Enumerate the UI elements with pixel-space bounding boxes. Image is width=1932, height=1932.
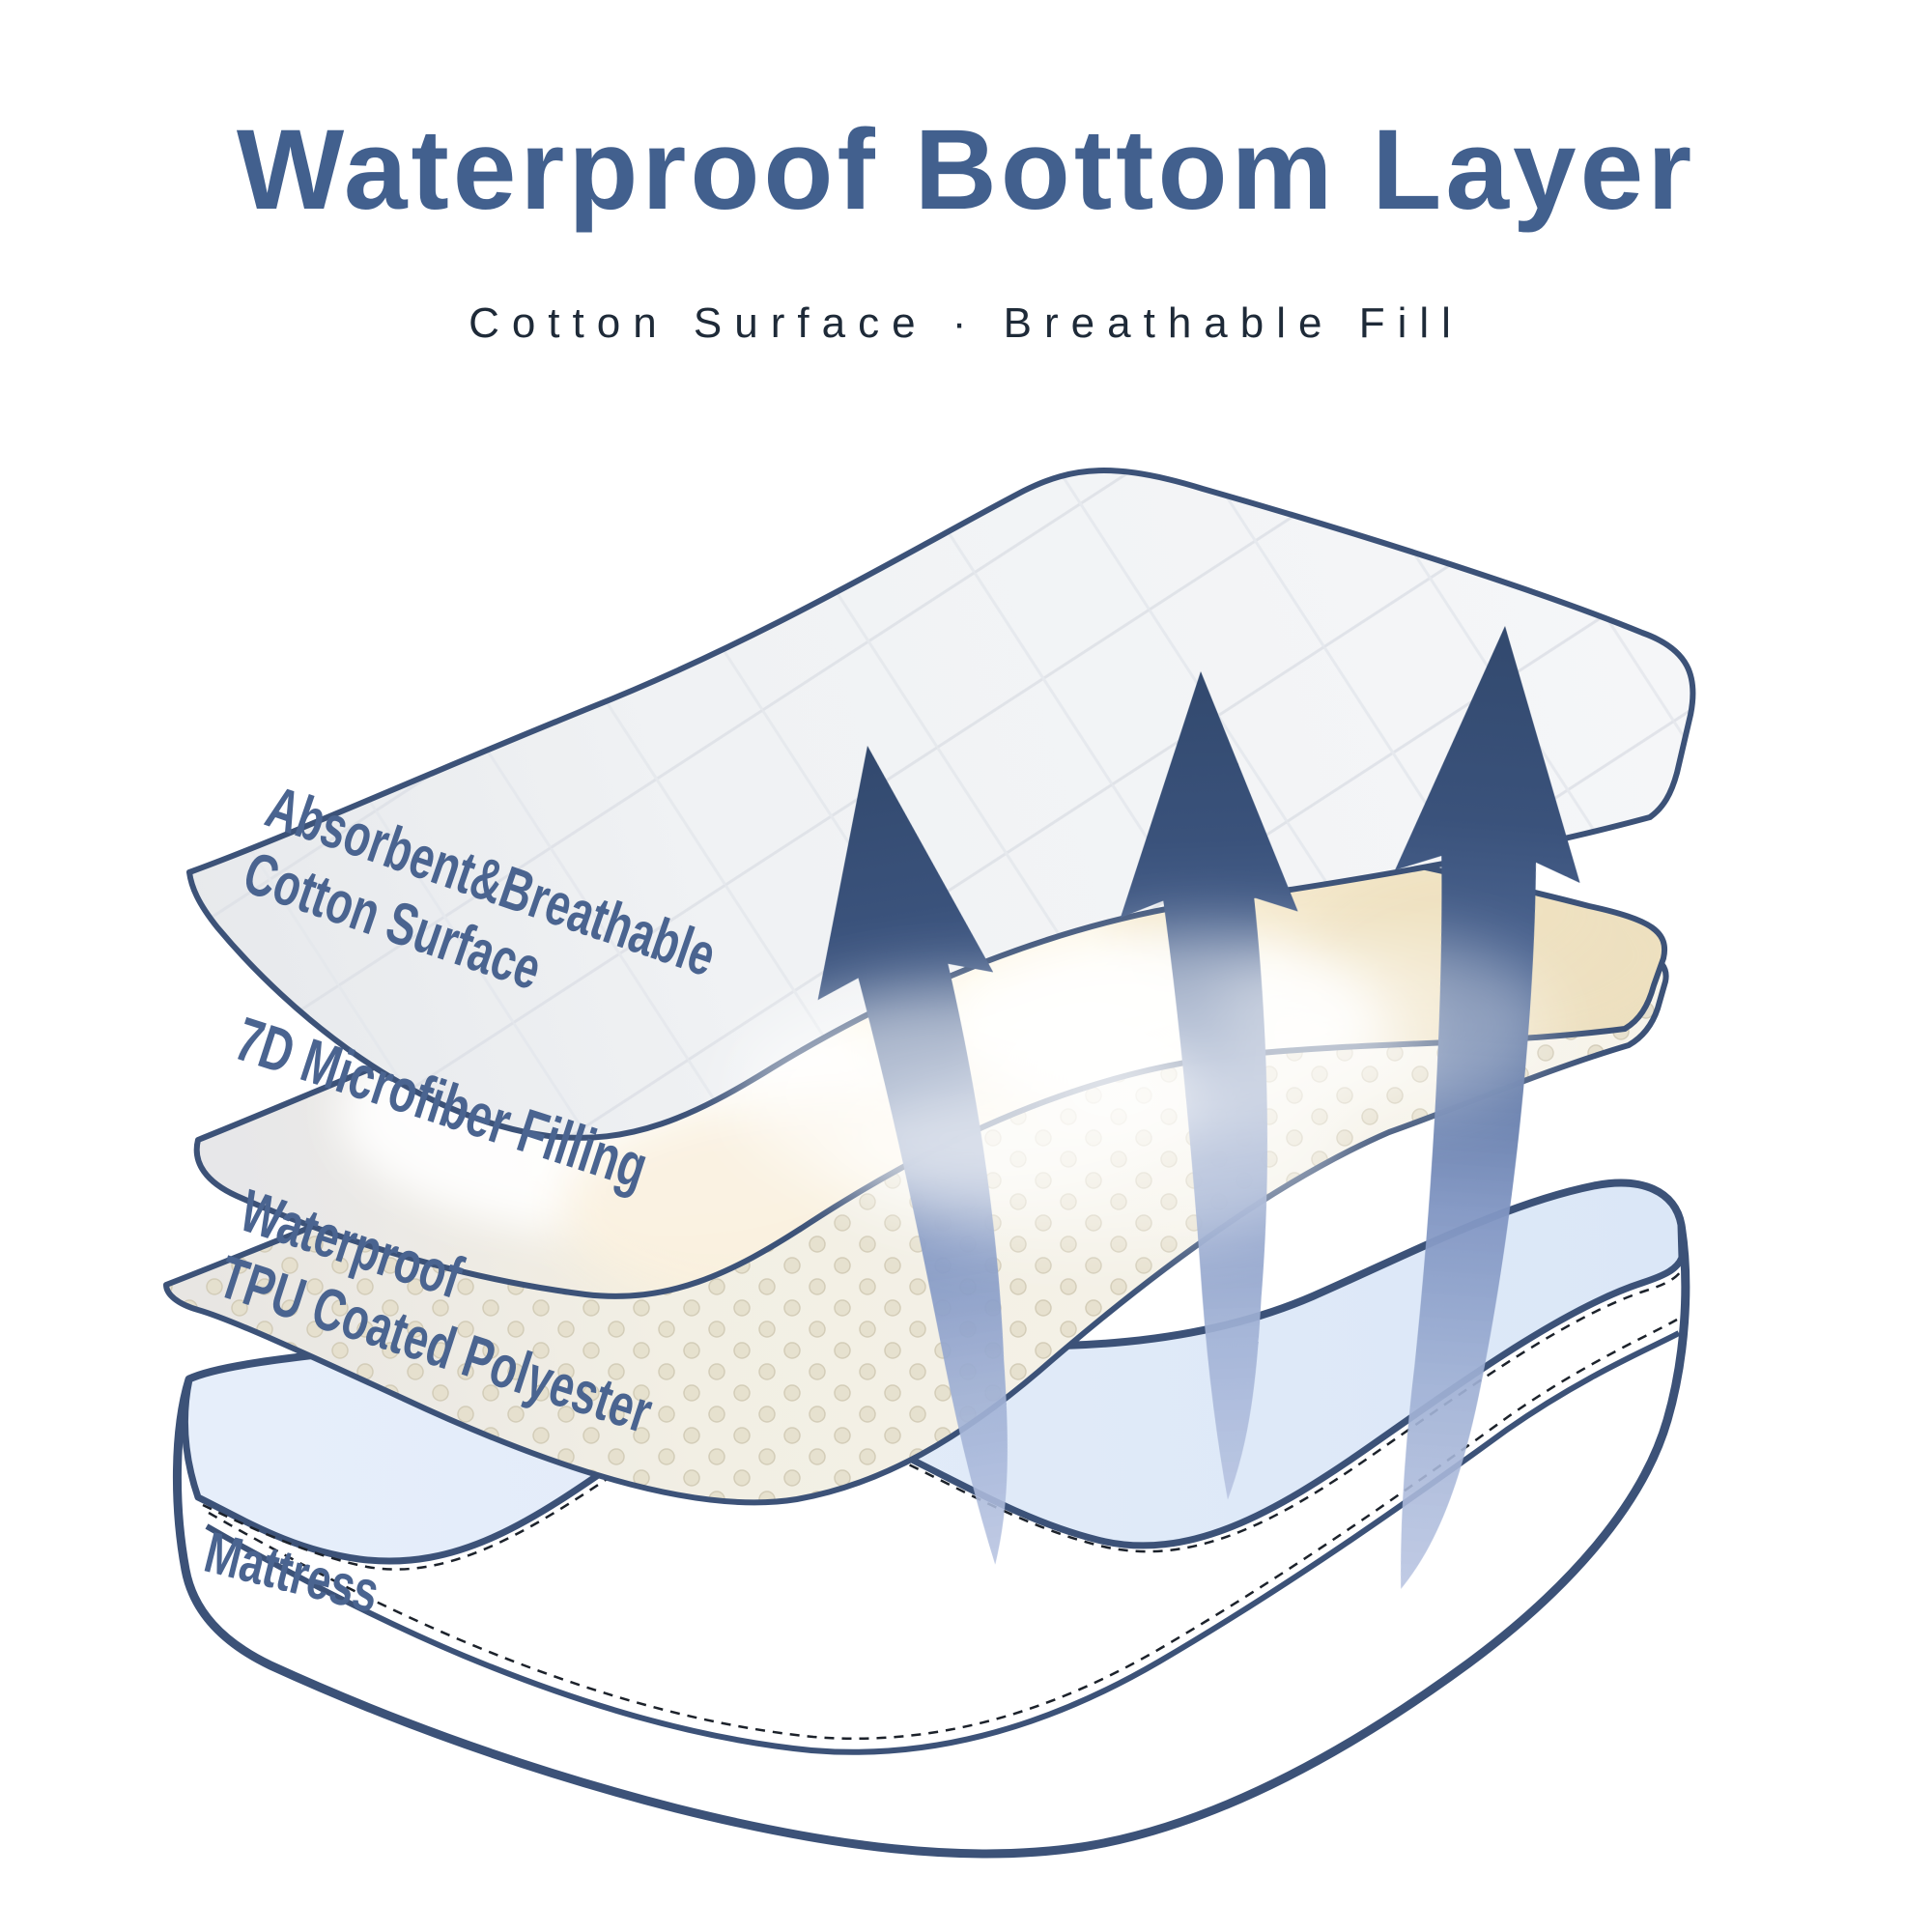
mattress-top-seam-stitch (202, 1266, 1685, 1571)
mattress-border-seam-stitch (208, 1318, 1678, 1740)
mattress-border-seam (205, 1330, 1681, 1755)
mattress-shape (177, 1183, 1685, 1854)
page-subtitle: Cotton Surface · Breathable Fill (469, 299, 1463, 347)
page-title: Waterproof Bottom Layer (236, 106, 1696, 234)
airflow-glow (734, 932, 1555, 1246)
